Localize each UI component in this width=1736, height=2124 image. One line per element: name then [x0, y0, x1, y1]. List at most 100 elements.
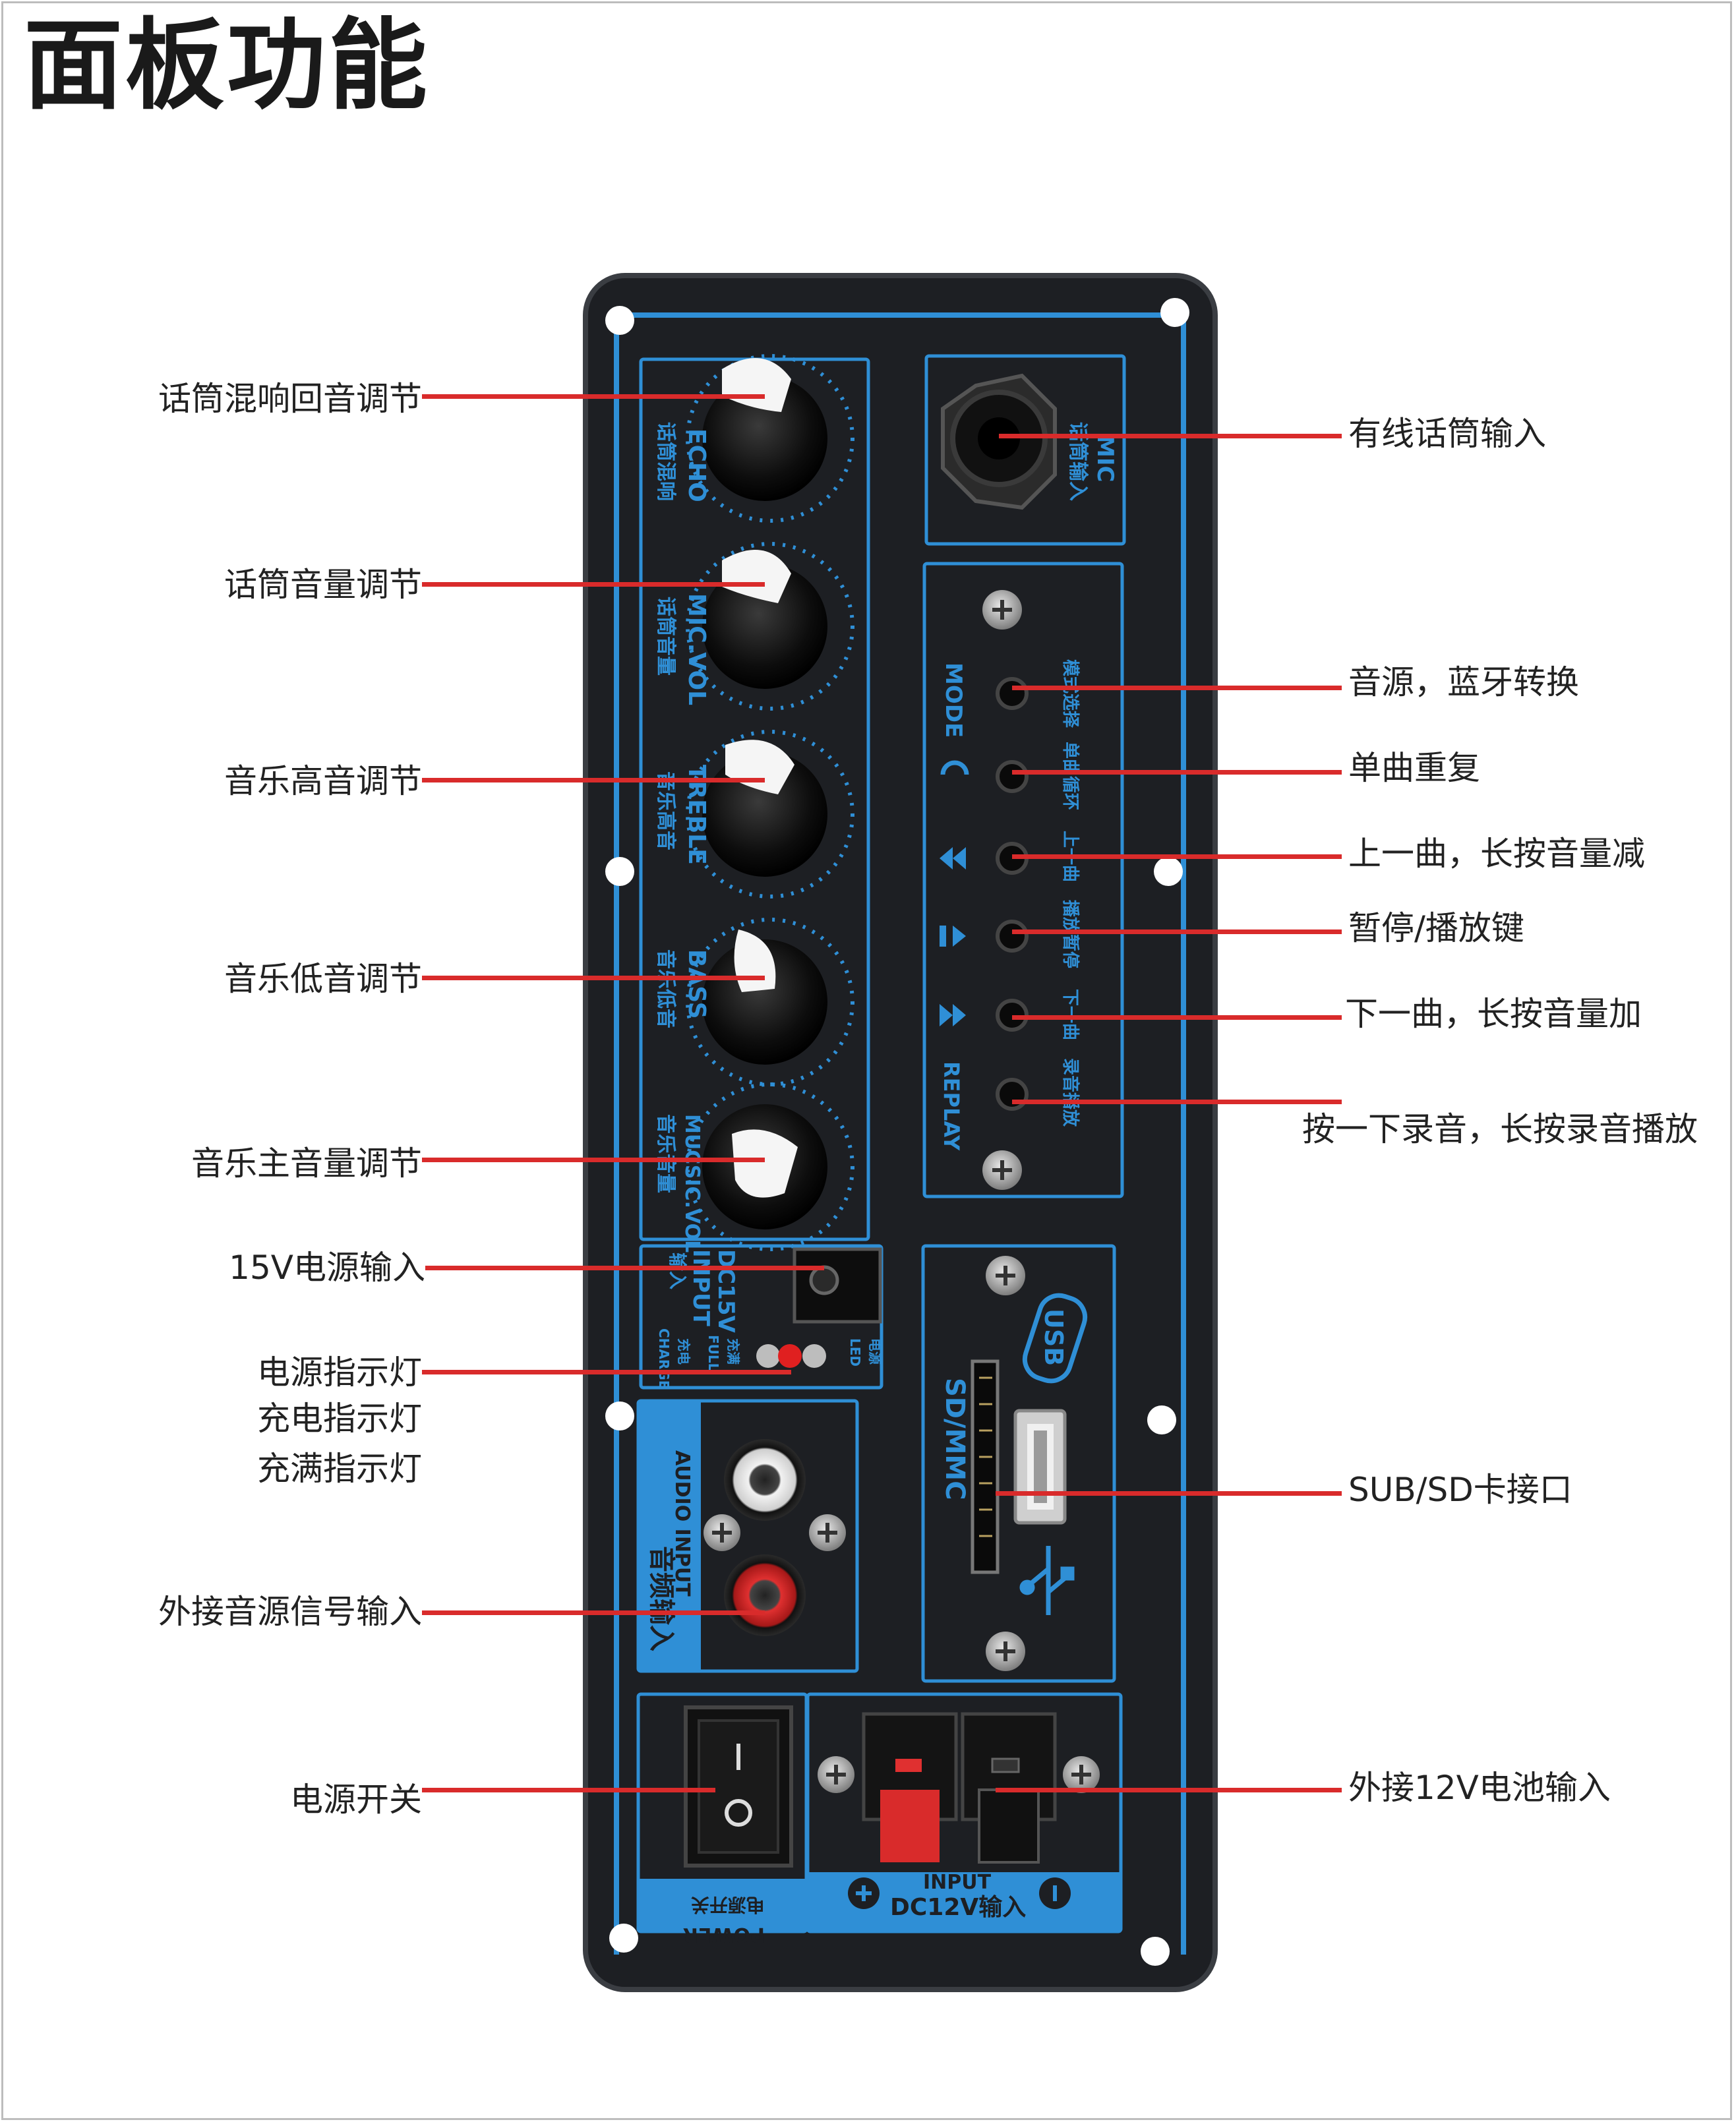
label-mode: MODE [940, 663, 967, 738]
label-audio-input-cn: 音频输入 [646, 1546, 676, 1651]
knob-echo [686, 354, 854, 523]
callout-mic-vol: 话筒音量调节 [224, 566, 422, 604]
leader-music-vol [422, 1158, 765, 1162]
label-mic-vol: MIC.VOL [683, 593, 710, 705]
label-charge: CHARGE [656, 1328, 672, 1389]
callout-mic-in: 有线话筒输入 [1348, 415, 1546, 453]
label-replay: REPLAY [939, 1061, 964, 1151]
leader-leds [422, 1370, 791, 1374]
button-box [922, 562, 1124, 1198]
leader-dc15v [425, 1266, 824, 1270]
callout-mode: 音源，蓝牙转换 [1348, 663, 1579, 701]
label-treble-cn: 音乐高音 [654, 771, 677, 850]
audio-input-blue-strip [638, 1401, 701, 1671]
callout-treble: 音乐高音调节 [224, 762, 422, 800]
label-full-cn: 充满 [725, 1338, 741, 1365]
label-dc12v-input: INPUT [923, 1871, 992, 1894]
leader-treble [422, 778, 765, 782]
callout-record: 按一下录音，长按录音播放 [1302, 1110, 1698, 1148]
label-echo-cn: 话筒混响 [654, 422, 677, 501]
callout-full-led: 充满指示灯 [257, 1450, 422, 1488]
power-box-blue [638, 1879, 806, 1932]
label-btn-rec-cn: 录音播放 [1060, 1058, 1081, 1127]
label-charge-cn: 充电 [676, 1338, 692, 1365]
label-usb: USB [1039, 1309, 1068, 1366]
label-dc12v: DC12V输入 [890, 1894, 1026, 1921]
callout-power-led: 电源指示灯 [257, 1353, 422, 1392]
knob-music-vol [686, 1082, 854, 1251]
usb-sd-box [921, 1244, 1116, 1683]
label-btn-next-cn: 下一曲 [1060, 989, 1080, 1040]
button-screws [982, 590, 1022, 1190]
knob-labels: ECHO 话筒混响 MIC.VOL 话筒音量 TREBLE 音乐高音 BASS … [654, 422, 710, 1253]
leader-usb-sd [996, 1491, 1342, 1496]
usb-icon [1019, 1546, 1075, 1615]
callout-repeat: 单曲重复 [1348, 749, 1480, 787]
sd-contacts [979, 1376, 992, 1537]
leader-repeat [1012, 770, 1342, 775]
label-dc15v-input: INPUT [688, 1249, 714, 1327]
callout-echo: 话筒混响回音调节 [158, 380, 422, 418]
label-dc15v: DC15V [713, 1249, 739, 1333]
callout-bass: 音乐低音调节 [224, 960, 422, 998]
prev-icon [940, 847, 966, 870]
callout-audio-in: 外接音源信号输入 [158, 1593, 422, 1631]
sd-slot [971, 1359, 1000, 1574]
label-mic-vol-cn: 话筒音量 [654, 597, 677, 676]
rca-red-jack [724, 1554, 806, 1636]
label-led-cn: 电源 [867, 1338, 883, 1365]
label-btn-repeat-cn: 单曲循环 [1060, 742, 1080, 810]
label-sd-mmc: SD/MMC [940, 1378, 970, 1500]
label-music-vol: MUCSIC.VOL [680, 1114, 703, 1253]
label-btn-play-cn: 播放暂停 [1060, 900, 1081, 968]
page-title: 面板功能 [24, 9, 431, 123]
usb-port [1013, 1409, 1067, 1525]
leader-record [1012, 1100, 1342, 1104]
leader-prev [1012, 854, 1342, 859]
next-icon [940, 1004, 966, 1026]
rca-screws [703, 1514, 846, 1551]
speaker-terminals [862, 1712, 1057, 1864]
leader-dc12v [996, 1788, 1342, 1792]
label-mic: MIC [1092, 435, 1118, 482]
dc12v-screws [818, 1756, 1100, 1793]
usb-logo: USB [1022, 1293, 1088, 1384]
leader-echo [422, 394, 765, 399]
leader-bass [422, 976, 765, 980]
repeat-icon [940, 760, 969, 775]
leader-mode [1012, 686, 1342, 690]
label-dc15v-input-cn: 输入 [667, 1253, 688, 1289]
leader-power-switch [422, 1788, 715, 1792]
label-bass: BASS [683, 949, 710, 1019]
callout-dc15v: 15V电源输入 [229, 1249, 425, 1287]
callout-power-switch: 电源开关 [290, 1781, 422, 1819]
label-bass-cn: 音乐低音 [654, 949, 677, 1028]
label-btn-mode-cn: 模式选择 [1060, 659, 1080, 728]
label-echo: ECHO [683, 428, 710, 502]
usb-sd-screws [986, 1256, 1025, 1671]
callout-charge-led: 充电指示灯 [257, 1400, 422, 1438]
callout-play: 暂停/播放键 [1348, 909, 1524, 947]
leader-mic-vol [422, 582, 765, 587]
mounting-holes [605, 298, 1189, 1966]
polarity-symbols [848, 1877, 1071, 1909]
play-pause-icon [940, 926, 946, 947]
button-symbols [940, 760, 969, 1026]
mic-box [924, 354, 1126, 546]
label-full: FULL [705, 1335, 721, 1372]
leader-play [1012, 929, 1342, 934]
leader-mic-in [999, 434, 1342, 438]
knob-mic-vol [686, 542, 854, 711]
label-audio-input: AUDIO INPUT [671, 1450, 694, 1597]
callout-dc12v: 外接12V电池输入 [1348, 1769, 1611, 1807]
rocker-switch [684, 1705, 793, 1868]
label-power-cn: 电源开关 [691, 1894, 765, 1916]
callout-music-vol: 音乐主音量调节 [191, 1144, 422, 1183]
label-power: POWER [683, 1923, 765, 1946]
led-indicators [756, 1344, 826, 1368]
mic-jack [941, 373, 1057, 510]
callout-prev: 上一曲，长按音量减 [1348, 835, 1645, 873]
